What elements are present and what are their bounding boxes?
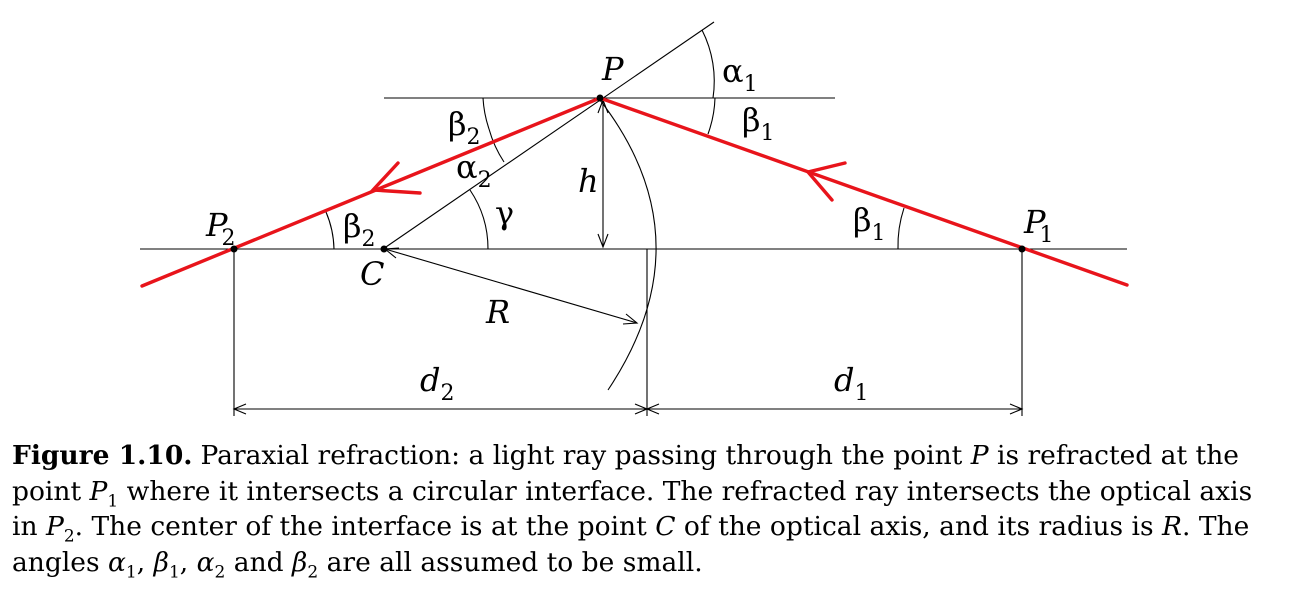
caption-text-3: where it intersects a circular interface…: [12, 475, 1253, 543]
point-P1-dot: [1018, 245, 1026, 253]
refracted-ray: [140, 96, 602, 288]
caption-P: P: [970, 440, 989, 471]
figure-caption: Figure 1.10.Paraxial refraction: a light…: [12, 438, 1262, 580]
point-C-dot: [380, 245, 388, 253]
label-beta2-bottom: β2: [343, 207, 376, 252]
label-alpha1: α1: [722, 52, 758, 97]
d1-left-arrowhead: [645, 403, 660, 415]
caption-alpha1: α1: [108, 546, 137, 582]
label-P2: P2: [205, 206, 236, 251]
caption-text-2: is refracted at the point: [12, 440, 1239, 507]
caption-text-7: ,: [136, 546, 154, 578]
point-P-dot: [596, 94, 604, 102]
caption-alpha2: α2: [196, 546, 226, 582]
label-beta1-bottom: β1: [853, 201, 886, 246]
caption-P1: P1: [89, 475, 119, 511]
beta1-arc-bottom: [897, 207, 905, 250]
label-d1: d1: [834, 361, 868, 406]
caption-text-1: Paraxial refraction: a light ray passing…: [200, 440, 971, 471]
caption-R: R: [1162, 511, 1182, 542]
caption-P2: P2: [45, 511, 75, 547]
label-h: h: [578, 162, 599, 200]
label-d2: d2: [420, 361, 454, 406]
caption-text-5: of the optical axis, and its radius is: [675, 511, 1163, 542]
gamma-arc: [469, 189, 489, 250]
point-P2-dot: [230, 245, 238, 253]
height-h-bottom-arrowhead: [597, 233, 609, 249]
radius-R-end-arrowhead: [622, 313, 639, 325]
radius-R-line: [384, 248, 638, 324]
caption-text-9: and: [225, 546, 293, 578]
label-beta1-top: β1: [742, 101, 775, 146]
d1-right-arrowhead: [1009, 403, 1024, 415]
beta2-arc-bottom: [325, 211, 335, 250]
label-beta2-top: β2: [448, 105, 481, 150]
refraction-diagram: P α1 β1 β2 α2 h γ β2 β1 P2 P1 C R d2 d1: [140, 21, 1129, 416]
label-P1: P1: [1023, 203, 1054, 248]
circular-interface: [599, 99, 657, 391]
caption-text-4: . The center of the interface is at the …: [74, 511, 656, 542]
label-P: P: [601, 50, 624, 88]
caption-text-6: . The angles: [12, 511, 1250, 578]
beta2-arc-top: [482, 97, 490, 130]
label-C: C: [360, 255, 384, 293]
label-gamma: γ: [495, 194, 514, 232]
alpha1-arc: [701, 29, 715, 99]
beta1-arc-top: [707, 97, 716, 135]
caption-beta2: β2: [292, 546, 319, 582]
incident-ray-arrowhead: [804, 161, 847, 202]
caption-C: C: [655, 511, 676, 542]
normal-line-through-P: [382, 21, 715, 250]
d2-left-arrowhead: [232, 403, 247, 415]
caption-text-8: ,: [179, 546, 197, 578]
label-R: R: [485, 293, 510, 331]
figure-number: Figure 1.10.: [12, 440, 193, 471]
alpha2-arc: [488, 128, 505, 163]
label-alpha2: α2: [456, 148, 492, 193]
incident-ray: [598, 96, 1129, 287]
refracted-ray-arrowhead: [369, 161, 422, 195]
caption-text-10: are all assumed to be small.: [318, 546, 703, 578]
caption-beta1: β1: [153, 546, 180, 582]
